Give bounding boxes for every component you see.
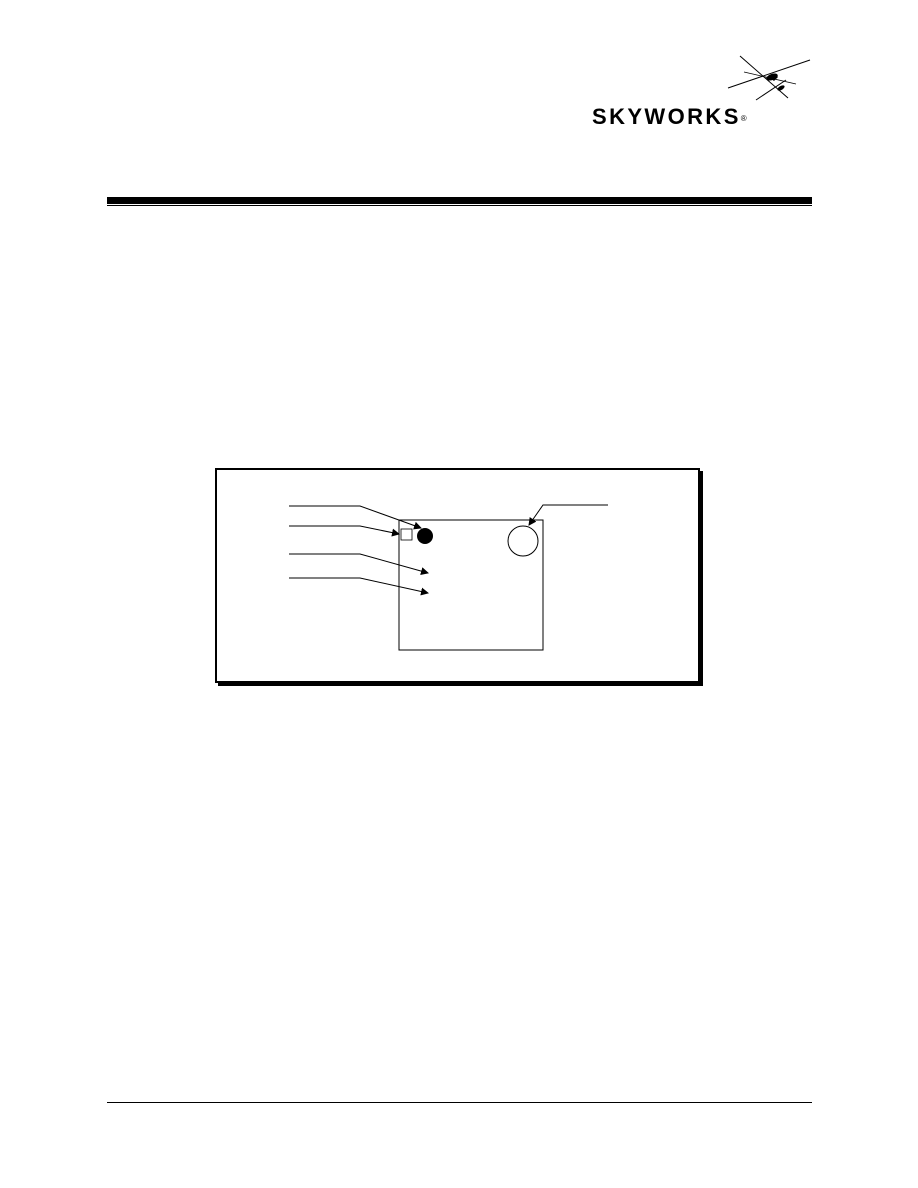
leader-line-4 [289, 577, 429, 596]
logo-wordmark: SKYWORKS [592, 104, 741, 129]
figure-shadow-bottom [218, 682, 703, 686]
figure-shadow-right [699, 471, 703, 685]
package-marking-figure [215, 468, 703, 686]
ejector-circle [507, 525, 539, 557]
leader-line-2 [289, 525, 400, 537]
leader-line-1 [289, 505, 422, 530]
figure-border [215, 468, 700, 683]
leader-line-5 [528, 504, 608, 526]
leader-line-3 [289, 553, 429, 575]
header-rule-thin [107, 205, 812, 206]
company-logo-text: SKYWORKS® [592, 103, 747, 131]
footer-rule [107, 1102, 812, 1103]
header-rule [107, 197, 812, 204]
pin1-dot [417, 528, 433, 544]
pin1-square [400, 528, 413, 541]
registered-mark: ® [740, 114, 747, 123]
skyworks-star-icon [727, 55, 811, 101]
package-outline [398, 519, 544, 651]
